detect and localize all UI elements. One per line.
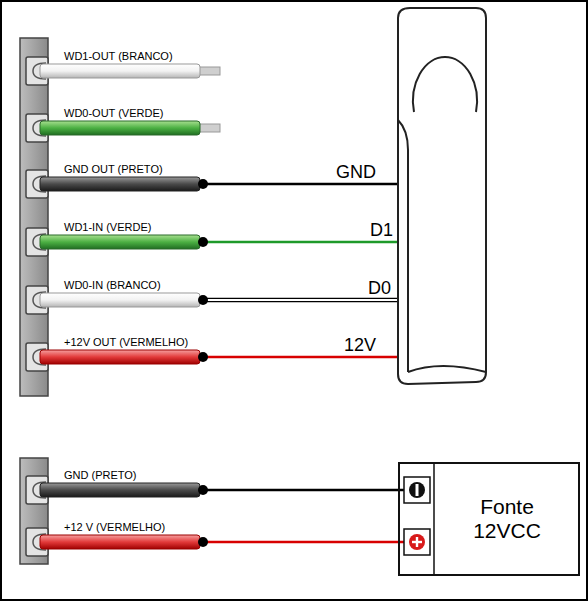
signal-name: GND bbox=[336, 163, 376, 181]
node-text: Fonte 12VCC bbox=[464, 495, 550, 543]
terminal-block bbox=[20, 38, 48, 396]
wire-label: WD1-OUT (BRANCO) bbox=[64, 51, 173, 62]
wire-label: WD0-OUT (VERDE) bbox=[64, 108, 163, 119]
wire-label: WD0-IN (BRANCO) bbox=[64, 280, 161, 291]
signal-name: D0 bbox=[368, 279, 391, 297]
supply-terminal bbox=[404, 462, 434, 576]
signal-name: D1 bbox=[370, 221, 393, 239]
signal-name: 12V bbox=[344, 336, 376, 354]
wire-label: +12V OUT (VERMELHO) bbox=[64, 337, 188, 348]
wire-label: +12 V (VERMELHO) bbox=[64, 522, 165, 533]
power-supply-box: Fonte 12VCC bbox=[398, 462, 580, 576]
wire bbox=[40, 483, 414, 549]
wire bbox=[40, 64, 399, 364]
wire-label: WD1-IN (VERDE) bbox=[64, 222, 151, 233]
wire-label: GND OUT (PRETO) bbox=[64, 164, 163, 175]
card-reader bbox=[398, 8, 486, 384]
wire-label: GND (PRETO) bbox=[64, 470, 137, 481]
